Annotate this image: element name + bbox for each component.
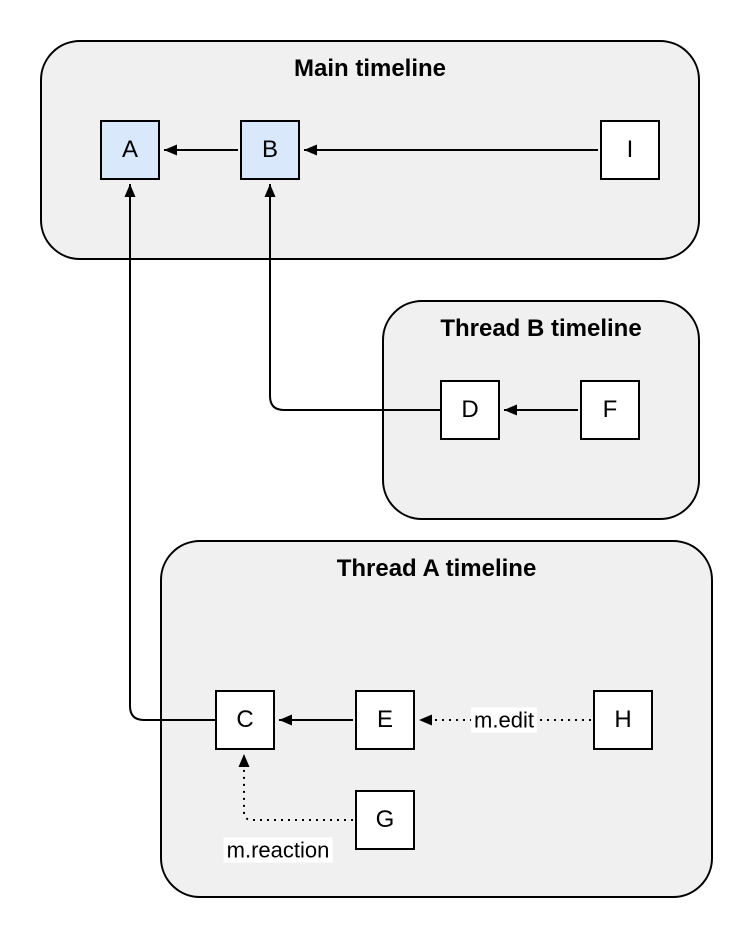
- node-i: I: [600, 120, 660, 180]
- container-title: Thread B timeline: [440, 315, 642, 342]
- node-f: F: [580, 380, 640, 440]
- node-e: E: [355, 690, 415, 750]
- container-thread-b-timeline: Thread B timeline: [382, 300, 700, 520]
- node-a: A: [100, 120, 160, 180]
- node-h: H: [593, 690, 653, 750]
- node-b: B: [240, 120, 300, 180]
- node-d: D: [440, 380, 500, 440]
- edge-label-m-reaction: m.reaction: [223, 837, 333, 863]
- node-g: G: [355, 790, 415, 850]
- node-c: C: [215, 690, 275, 750]
- container-title: Main timeline: [293, 55, 447, 82]
- container-title: Thread A timeline: [336, 555, 537, 582]
- edge-label-m-edit: m.edit: [471, 707, 537, 733]
